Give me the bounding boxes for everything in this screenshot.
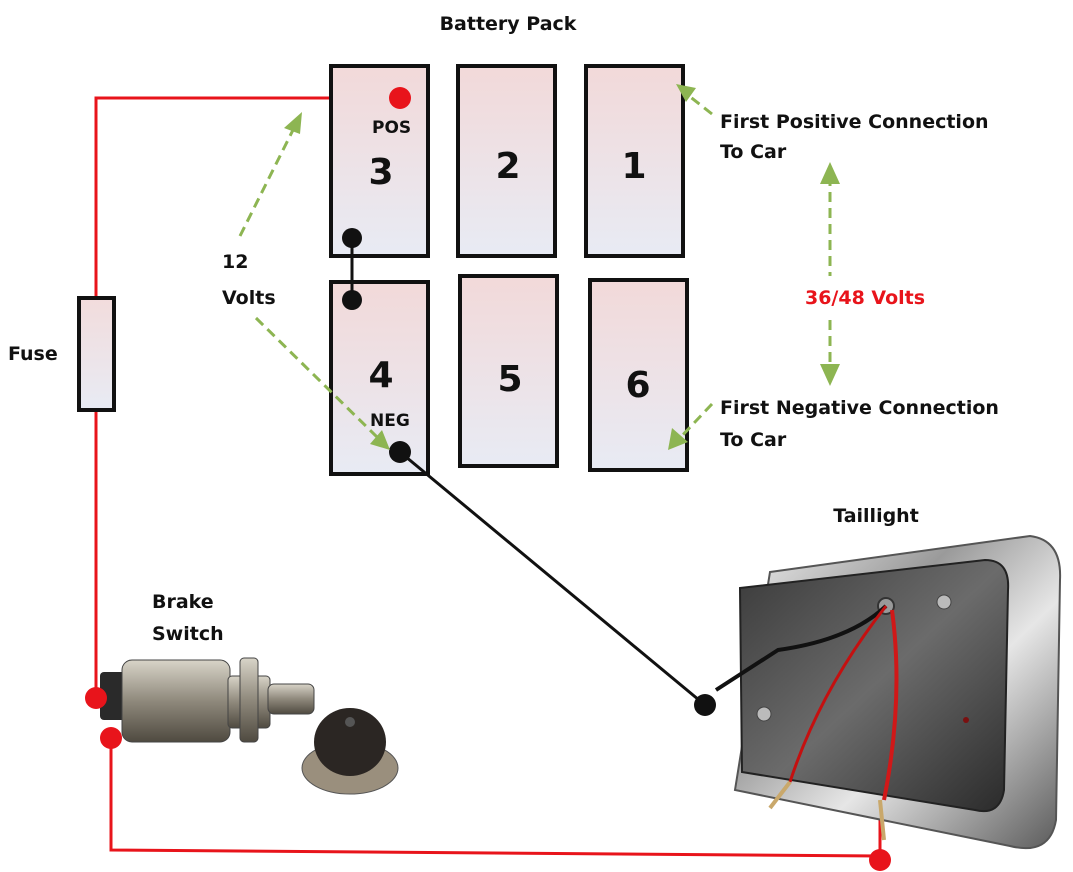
cell-number-6: 6 (625, 365, 650, 406)
twelve-volts-label-line1: 12 (222, 251, 248, 273)
pos-terminal-label: POS (372, 118, 411, 138)
arrowhead-12v-down (370, 430, 390, 450)
arrowhead-12v-up (284, 112, 302, 134)
taillight-image (714, 534, 1062, 850)
arrow-12v-down (254, 316, 380, 440)
neg-terminal-label: NEG (370, 411, 410, 431)
brake-switch-label-line2: Switch (152, 623, 224, 645)
fuse-label: Fuse (8, 343, 58, 365)
pos-terminal-dot (389, 87, 411, 109)
annotation-arrows (238, 90, 832, 442)
cell-number-3: 3 (368, 152, 393, 193)
positive-wire (94, 96, 882, 858)
jumper-terminal-top (342, 228, 362, 248)
twelve-volts-label-line2: Volts (222, 287, 276, 309)
arrow-first-positive (683, 90, 713, 116)
brake-switch-image (100, 657, 399, 795)
negative-wire (399, 450, 706, 707)
neg-terminal-dot (389, 441, 411, 463)
brake-switch-output-dot (100, 727, 122, 749)
arrow-first-negative (676, 402, 714, 442)
fuse-body (77, 296, 116, 412)
first-negative-label-line1: First Negative Connection (720, 397, 999, 419)
cell-number-5: 5 (497, 359, 522, 400)
taillight-label: Taillight (833, 505, 919, 527)
arrowhead-pack-down (820, 364, 840, 386)
taillight-ground-dot (694, 694, 716, 716)
battery-pack-title: Battery Pack (440, 13, 577, 35)
battery-cell-3 (329, 64, 430, 258)
cell-number-4: 4 (368, 355, 393, 396)
first-positive-label-line2: To Car (720, 141, 787, 163)
arrowhead-pack-up (820, 162, 840, 184)
first-negative-label-line2: To Car (720, 429, 787, 451)
jumper-terminal-bottom (342, 290, 362, 310)
arrowhead-first-negative (668, 428, 688, 450)
arrow-heads (284, 84, 840, 450)
taillight-positive-dot (869, 849, 891, 871)
battery-cell-1 (584, 64, 685, 258)
battery-cell-2 (456, 64, 557, 258)
pack-voltage-label: 36/48 Volts (805, 287, 925, 309)
arrowhead-first-positive (676, 84, 696, 102)
brake-switch-label-line1: Brake (152, 591, 214, 613)
cell-number-2: 2 (495, 146, 520, 187)
first-positive-label-line1: First Positive Connection (720, 111, 989, 133)
arrow-12v-up (238, 123, 298, 237)
battery-cell-5 (458, 274, 559, 468)
brake-switch-input-dot (85, 687, 107, 709)
battery-cells: 3 2 1 4 5 6 (329, 64, 689, 476)
cell-number-1: 1 (621, 146, 646, 187)
